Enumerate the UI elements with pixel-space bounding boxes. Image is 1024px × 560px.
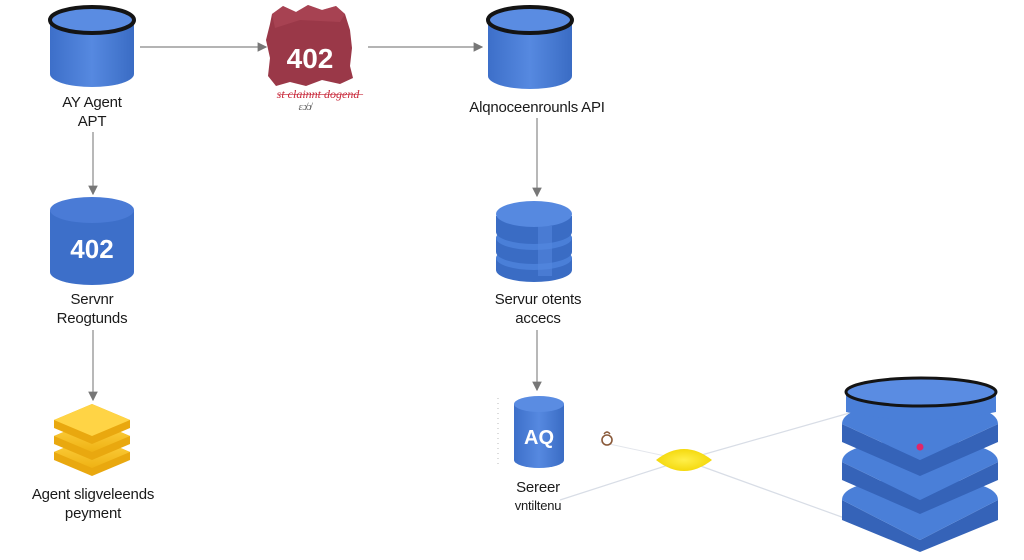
server-responds-node: 402 Servnr Reogtunds: [50, 197, 134, 327]
payment-required-node: 402 s̶t̶ ̶c̶l̶a̶i̶n̶n̶t̶ ̶d̶o̶g̶e̶n̶d̶ ɛ…: [266, 5, 363, 113]
connectors: [88, 42, 861, 521]
agent-api-node: AY Agent APT: [48, 5, 136, 130]
stacked-database-icon: [496, 201, 572, 282]
server-grants-label-line2: accecs: [515, 310, 561, 327]
database-icon: [488, 20, 572, 89]
torn-card-icon: [266, 5, 353, 86]
fan-line: [559, 459, 685, 501]
database-icon: [50, 210, 134, 285]
server-grants-node: Servur otents accecs: [495, 201, 582, 327]
coin-stack-icon: [54, 404, 130, 476]
payment-required-caption: s̶t̶ ̶c̶l̶a̶i̶n̶n̶t̶ ̶d̶o̶g̶e̶n̶d̶: [277, 87, 364, 101]
server-responds-code: 402: [70, 234, 113, 264]
hand-cursor-icon: [601, 431, 613, 446]
server-utilities-label-line1: Sereer: [516, 479, 560, 496]
server-utilities-label-line2: vntiltenu: [515, 498, 562, 513]
indicator-dot-icon: [916, 443, 924, 451]
server-utilities-node: AQ Sereer vntiltenu: [514, 396, 564, 513]
large-stacked-database-icon: [842, 376, 998, 552]
agent-pays-label-line2: peyment: [65, 505, 122, 522]
database-icon: [50, 20, 134, 87]
agent-pays-node: Agent sligveleends peyment: [32, 404, 154, 522]
server-grants-label-line1: Servur otents: [495, 291, 582, 308]
agent-api-label-line1: AY Agent: [62, 94, 123, 111]
fan-line: [683, 409, 861, 461]
diamond-icon: [656, 449, 712, 471]
server-responds-label-line2: Reogtunds: [57, 310, 128, 327]
server-responds-label-line1: Servnr: [71, 291, 114, 308]
database-icon: [514, 404, 564, 468]
server-utilities-code: AQ: [524, 427, 554, 449]
resource-api-label: Alqnoceenrounls API: [469, 99, 604, 116]
large-database-node: [842, 376, 998, 552]
payment-required-subcaption: ɛɔ̸ɔ̸: [299, 102, 314, 113]
agent-pays-label-line1: Agent sligveleends: [32, 486, 154, 503]
fan-line: [683, 459, 851, 521]
payment-required-code: 402: [287, 43, 334, 74]
agent-api-label-line2: APT: [78, 113, 107, 130]
hub-node: [656, 449, 712, 471]
resource-api-node: Alqnoceenrounls API: [469, 5, 605, 116]
